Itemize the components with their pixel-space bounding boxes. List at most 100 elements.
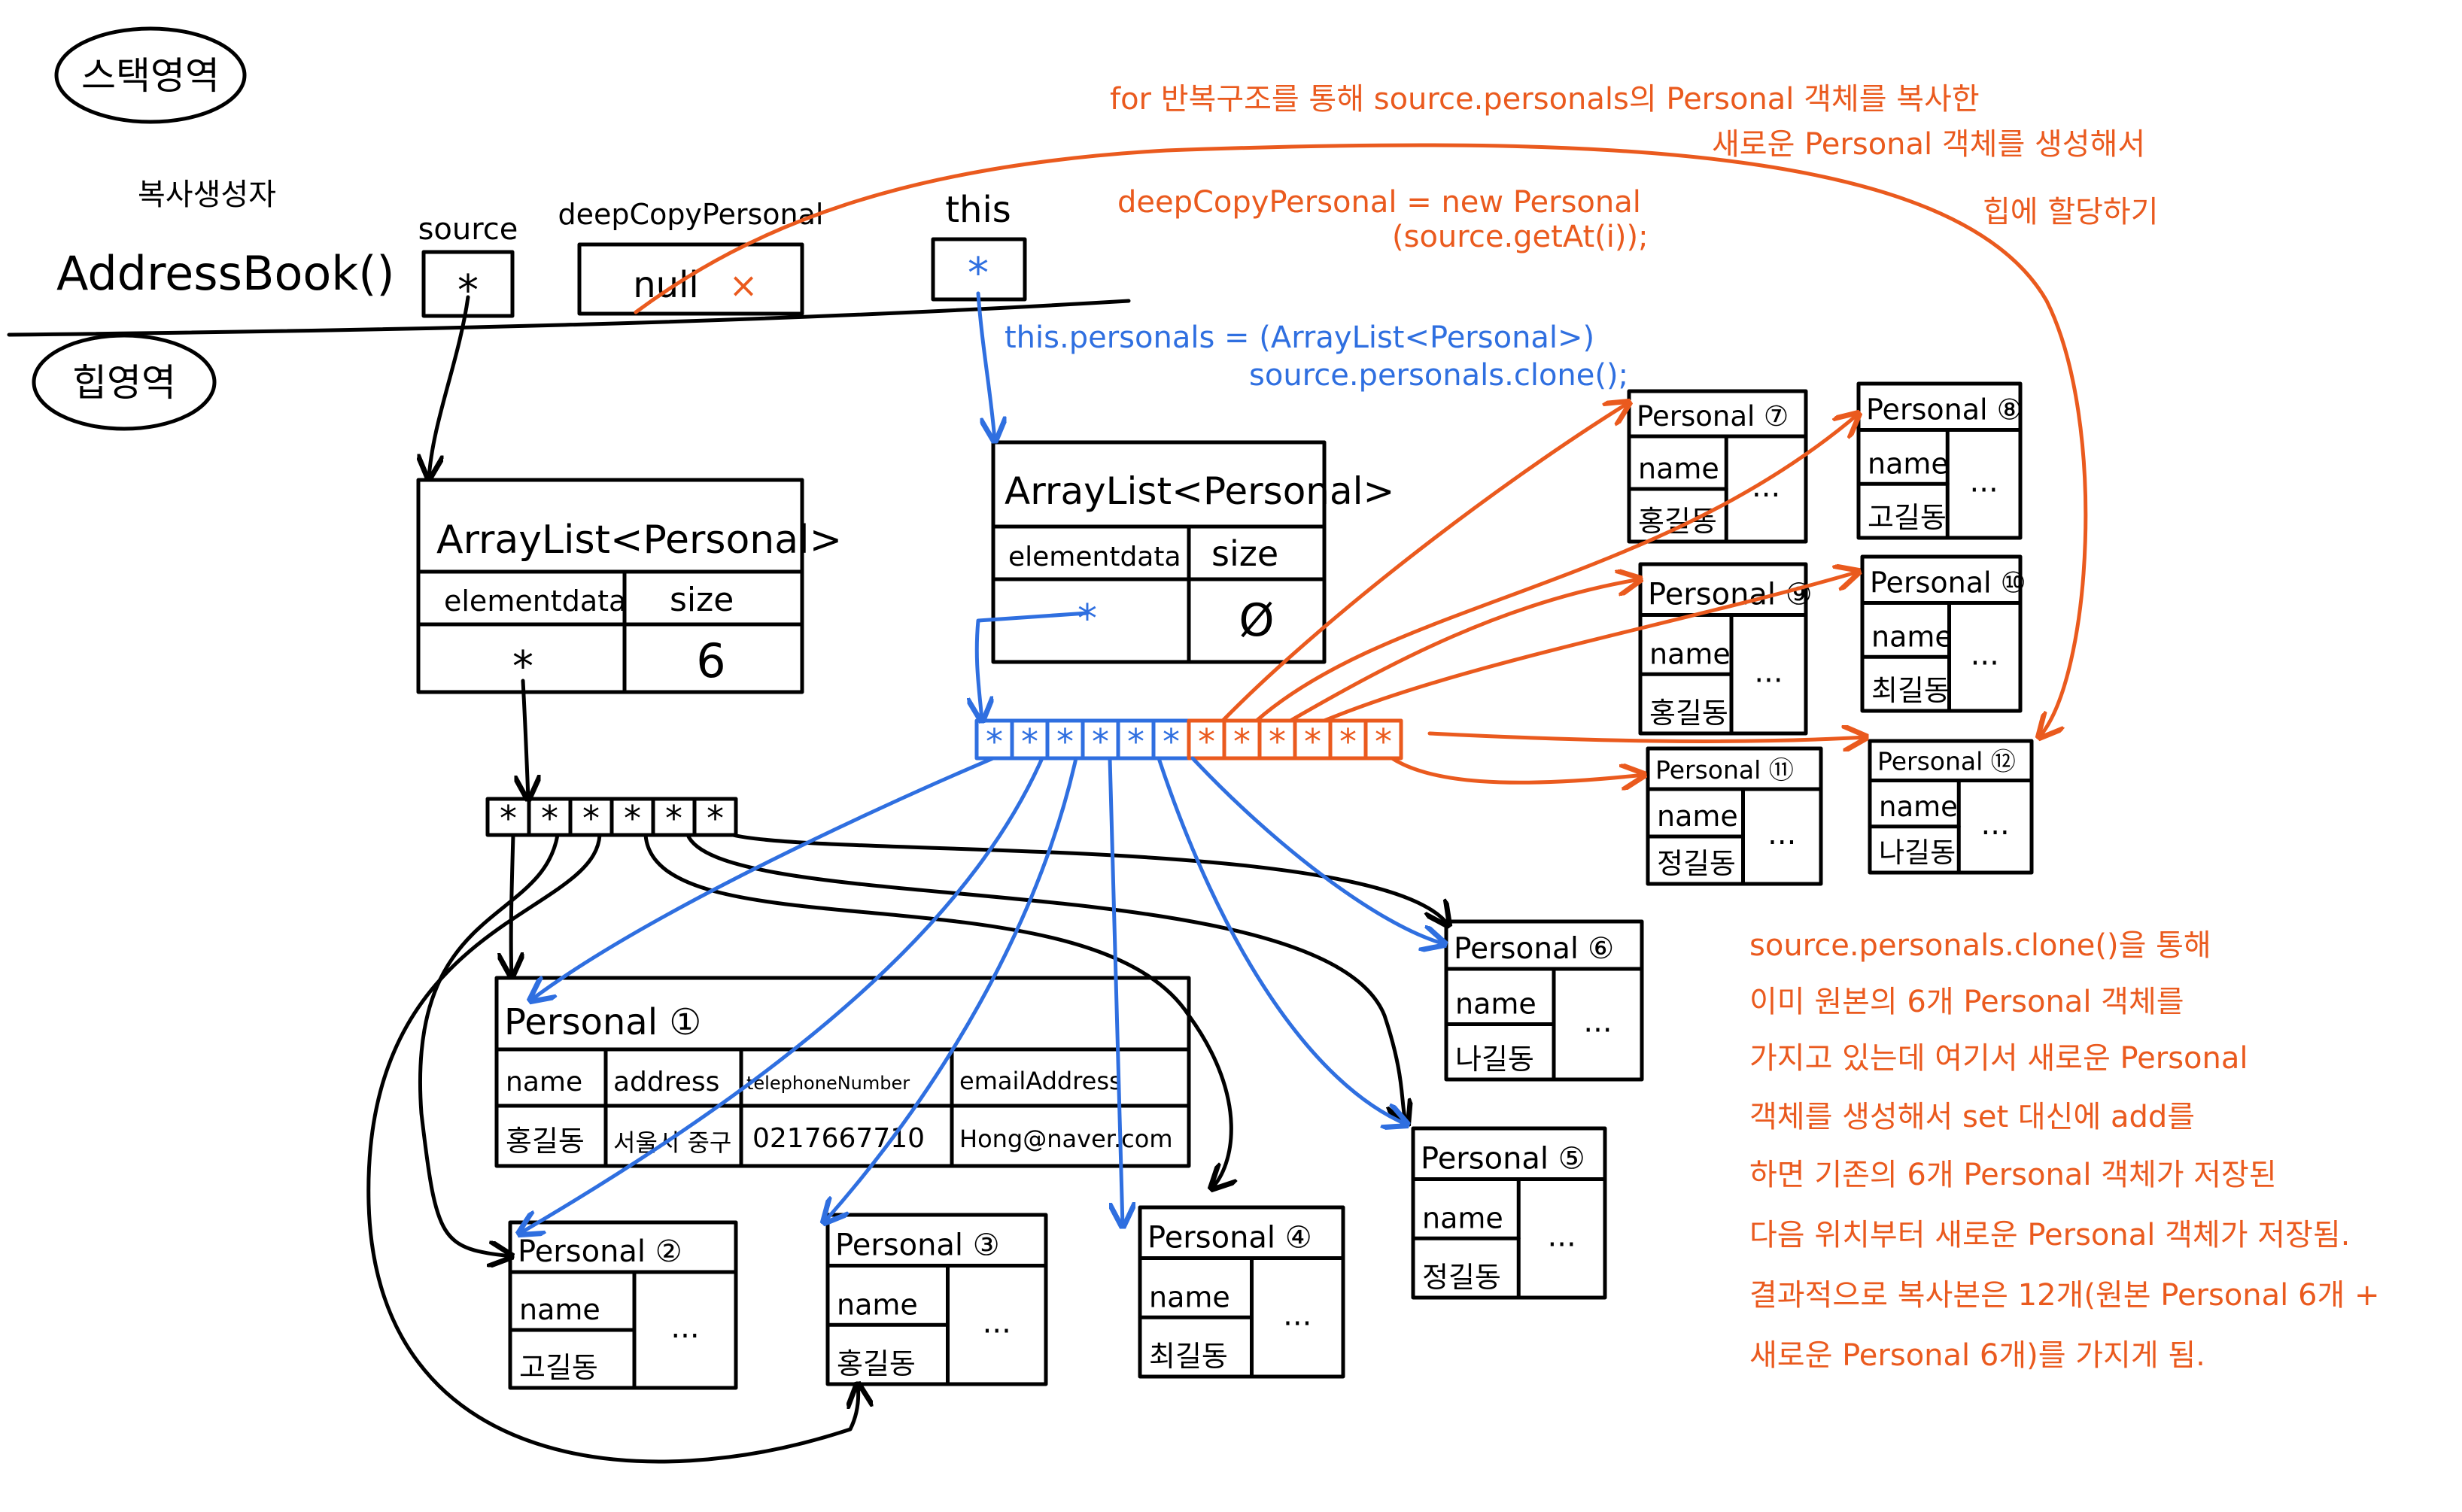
personal-12-field: name [1879,791,1958,823]
black-arrows [366,295,1448,1464]
personal-7-value: 홍길동 [1638,505,1717,538]
personal-8-box [1856,381,2023,540]
personal-9-field: name [1649,637,1731,670]
stack-var-source-label: source [418,212,518,247]
bottom-orange-note: source.personals.clone()을 통해 이미 원본의 6개 P… [1749,928,2379,1373]
stack-region-oval [54,26,247,124]
stack-var-source-box [421,250,515,318]
personal-11: Personal ⑪name정길동... [1646,746,1823,886]
personal-5-field: name [1422,1201,1503,1234]
clone-array-cell-mark: * [1375,721,1392,762]
code-new-note: deepCopyPersonal = new Personal (source.… [1117,185,1649,254]
personal-6-value: 나길동 [1455,1043,1534,1076]
clone-array-cell-mark: * [1056,721,1074,762]
personal-8-more: ... [1970,464,1998,499]
code-clone-line2: source.personals.clone(); [1249,358,1628,393]
personal-1-h-phone: telephoneNumber [746,1073,910,1094]
clone-array-cell-mark: * [1198,721,1215,762]
personal-5-more: ... [1548,1219,1576,1253]
source-arraylist-box [416,478,804,694]
personal-10-value: 최길동 [1871,674,1950,707]
arrow-clone-cell8-p8 [1254,414,1859,723]
personal-6-box [1444,919,1644,1082]
personal-3: Personal ③name홍길동... [825,1213,1048,1386]
personal-12-box [1868,739,2034,875]
personal-12-more: ... [1981,807,2010,842]
note-top-line1: for 반복구조를 통해 source.personals의 Personal … [1110,82,1980,117]
personal-3-box [825,1213,1048,1386]
stack-area: 스택영역 복사생성자 AddressBook() source * deepCo… [54,26,1027,318]
personal-5-box [1411,1126,1607,1300]
clone-array-cell-mark: * [1092,721,1109,762]
personal-9: Personal ⑨name홍길동... [1638,562,1813,736]
arrow-deepcopy-to-p12 [634,143,2088,737]
code-clone-note: this.personals = (ArrayList<Personal>) s… [1005,320,1628,393]
clone-array: ************ [974,718,1403,762]
note-bottom-line5: 하면 기존의 6개 Personal 객체가 저장된 [1749,1158,2277,1192]
arrow-clone-cell12-p12 [1427,733,1866,741]
stack-heap-divider [7,299,1131,337]
source-array: ****** [485,797,738,839]
note-bottom-line3: 가지고 있는데 여기서 새로운 Personal [1749,1041,2248,1076]
source-arraylist-size: 6 [696,633,725,688]
stack-region-label: 스택영역 [81,54,220,98]
clone-array-cell-mark: * [1339,721,1357,762]
personal-7-title: Personal ⑦ [1637,400,1789,433]
personal-2-field: name [519,1293,600,1326]
personal-1-title: Personal ① [504,1001,701,1043]
clone-arraylist-elementdata: * [1078,597,1097,642]
clone-arraylist: ArrayList<Personal> elementdata size * Ø [991,440,1394,664]
source-array-cell-mark: * [707,798,724,839]
personal-1-v-name: 홍길동 [506,1125,585,1158]
arrow-src-cell6-p6 [731,833,1448,925]
clone-arraylist-title: ArrayList<Personal> [1005,469,1394,513]
clone-arraylist-box [991,440,1327,664]
personal-4-title: Personal ④ [1147,1221,1312,1255]
personal-2-more: ... [670,1310,699,1345]
personal-12: Personal ⑫name나길동... [1868,739,2034,875]
personal-12-title: Personal ⑫ [1877,747,2016,776]
personal-8-value: 고길동 [1868,501,1947,534]
source-arraylist-title: ArrayList<Personal> [436,518,842,563]
clone-arraylist-col2: size [1211,533,1278,574]
personal-4-value: 최길동 [1149,1340,1228,1373]
arrow-clone-elementdata-to-array [977,611,1090,721]
personal-2-box [508,1220,738,1390]
personal-3-field: name [837,1288,918,1321]
clone-arraylist-size: Ø [1239,594,1274,647]
personal-1-h-address: address [613,1067,719,1098]
personal-11-value: 정길동 [1657,847,1736,880]
personal-11-field: name [1657,800,1738,833]
personal-11-title: Personal ⑪ [1655,755,1794,785]
stack-var-this-value: * [968,249,989,298]
code-new-line2: (source.getAt(i)); [1392,220,1649,254]
code-new-line1: deepCopyPersonal = new Personal [1117,185,1641,220]
personal-4-box [1138,1205,1345,1379]
heap-region-label: 힙영역 [72,361,176,405]
personal-4-field: name [1149,1280,1230,1313]
personal-3-title: Personal ③ [835,1228,1000,1263]
arrow-source-to-arraylist [429,295,470,478]
note-bottom-line2: 이미 원본의 6개 Personal 객체를 [1749,985,2184,1019]
personal-7-box [1627,389,1808,544]
clone-array-cell-mark: * [1127,721,1144,762]
personal-4-more: ... [1283,1298,1312,1332]
deepcopy-cross-mark: × [729,265,758,305]
clone-array-cell-mark: * [1304,721,1321,762]
note-bottom-line4: 객체를 생성해서 set 대신에 add를 [1749,1100,2195,1134]
personal-8: Personal ⑧name고길동... [1856,381,2023,540]
stack-var-deepcopy-box [577,242,804,316]
stack-var-deepcopy-value: null [633,264,699,306]
source-arraylist: ArrayList<Personal> elementdata size * 6 [416,478,842,694]
note-bottom-line8: 새로운 Personal 6개)를 가지게 됨. [1749,1338,2205,1373]
personal-3-value: 홍길동 [837,1347,916,1380]
personal-9-more: ... [1754,654,1783,689]
arrow-this-to-clone-arraylist [976,291,995,441]
heap-region-oval [32,333,217,431]
stack-var-deepcopy-label: deepCopyPersonal [558,198,824,231]
heap-area: 힙영역 [32,333,217,431]
blue-arrows [519,291,1445,1234]
clone-array-cell-mark: * [986,721,1003,762]
